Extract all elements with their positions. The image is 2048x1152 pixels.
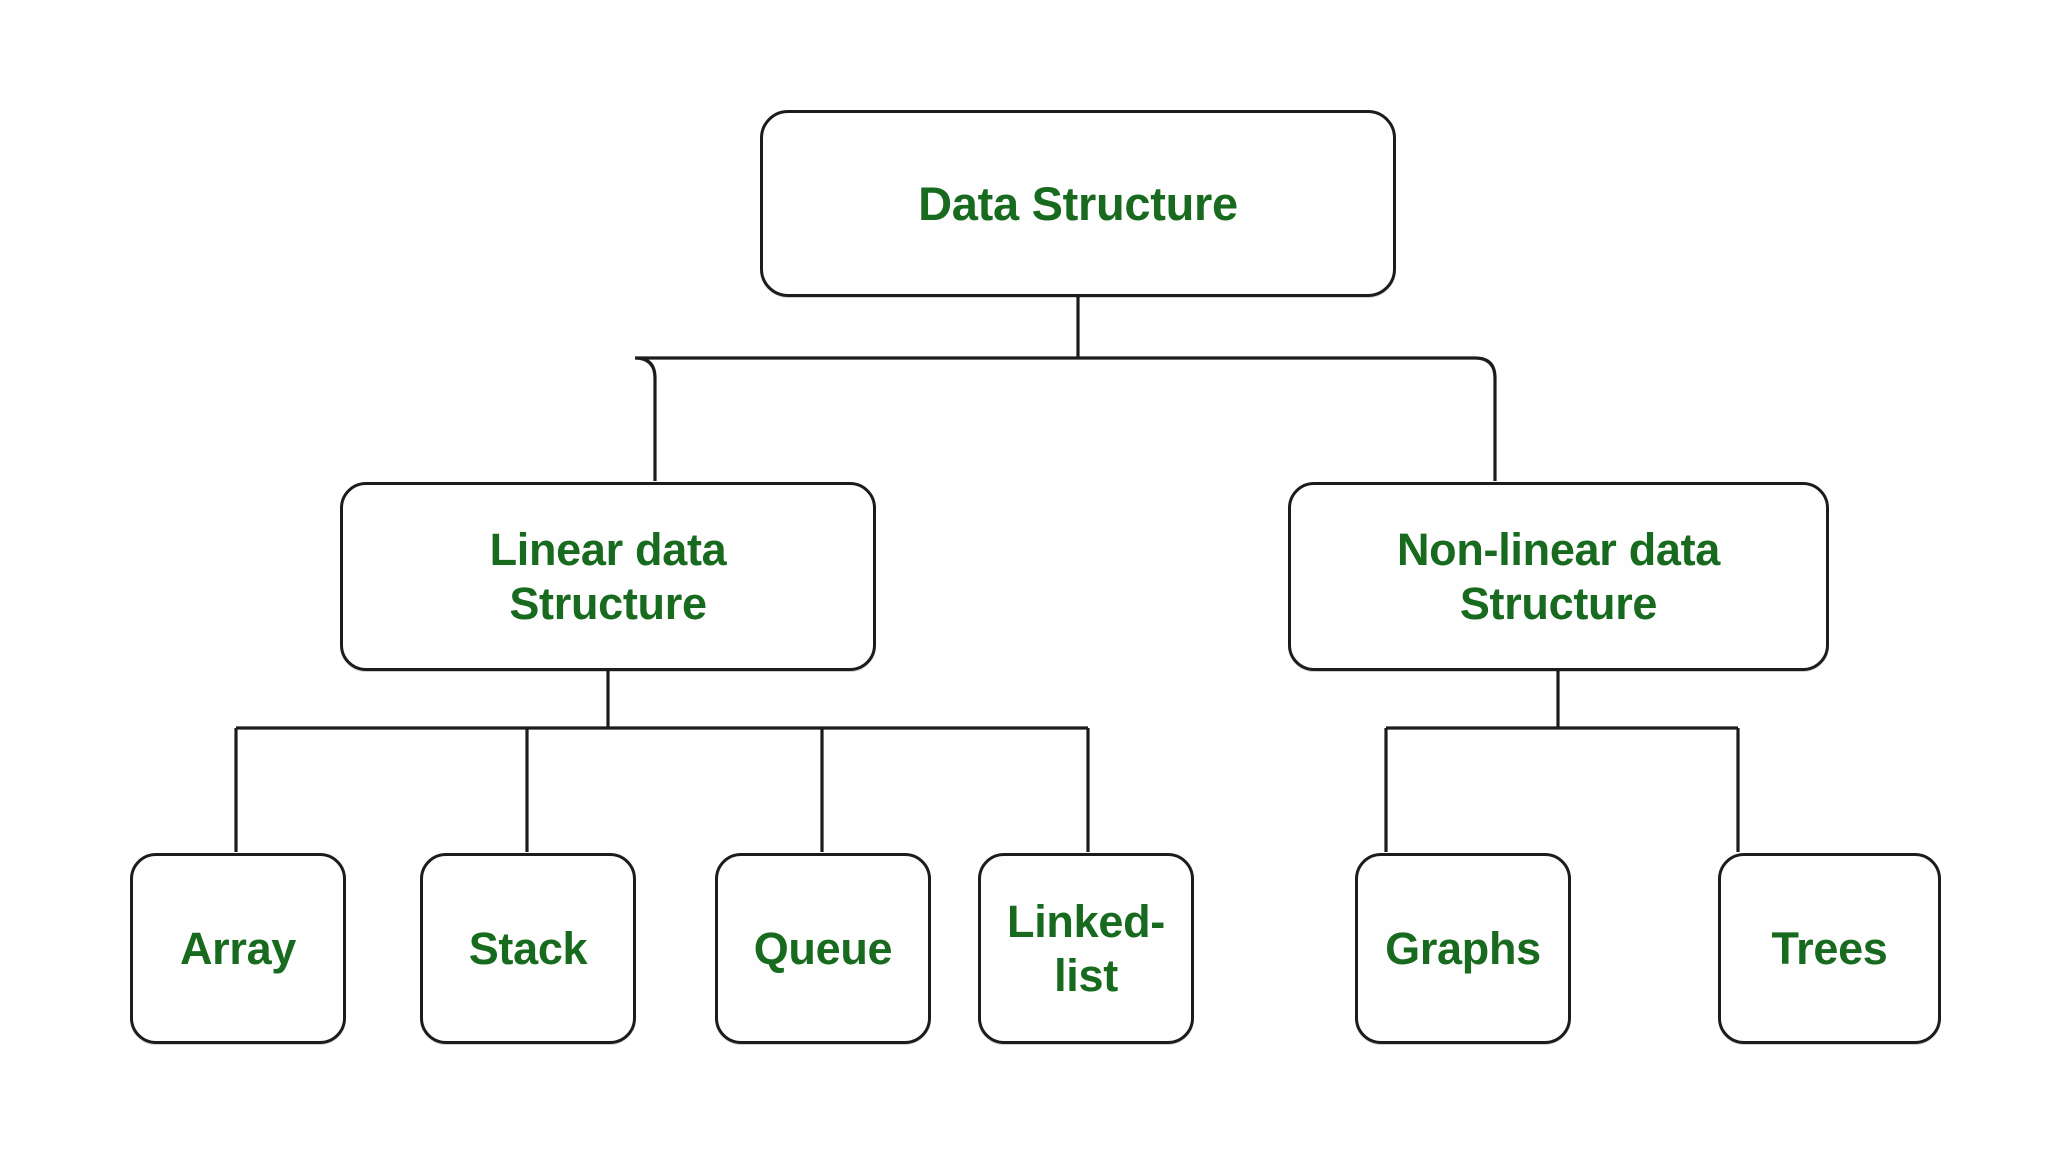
node-label: Trees	[1771, 922, 1888, 974]
node-label: Array	[179, 922, 297, 974]
node-stack[interactable]: Stack	[420, 853, 636, 1044]
node-label: Graphs	[1385, 922, 1541, 974]
node-label: Queue	[753, 922, 893, 974]
node-label: Linear data Structure	[489, 524, 727, 629]
edge-root-to-linear	[634, 356, 1078, 481]
node-label: Linked- list	[1007, 896, 1165, 1001]
node-trees[interactable]: Trees	[1718, 853, 1941, 1044]
node-array[interactable]: Array	[130, 853, 346, 1044]
node-label: Non-linear data Structure	[1396, 524, 1721, 629]
node-non-linear-data-structure[interactable]: Non-linear data Structure	[1288, 482, 1829, 671]
node-linked-list[interactable]: Linked- list	[978, 853, 1194, 1044]
node-graphs[interactable]: Graphs	[1355, 853, 1571, 1044]
node-data-structure[interactable]: Data Structure	[760, 110, 1396, 297]
node-linear-data-structure[interactable]: Linear data Structure	[340, 482, 876, 671]
node-label: Data Structure	[918, 176, 1238, 230]
edge-root-to-nonlinear	[1078, 356, 1497, 481]
node-label: Stack	[468, 922, 588, 974]
node-queue[interactable]: Queue	[715, 853, 931, 1044]
